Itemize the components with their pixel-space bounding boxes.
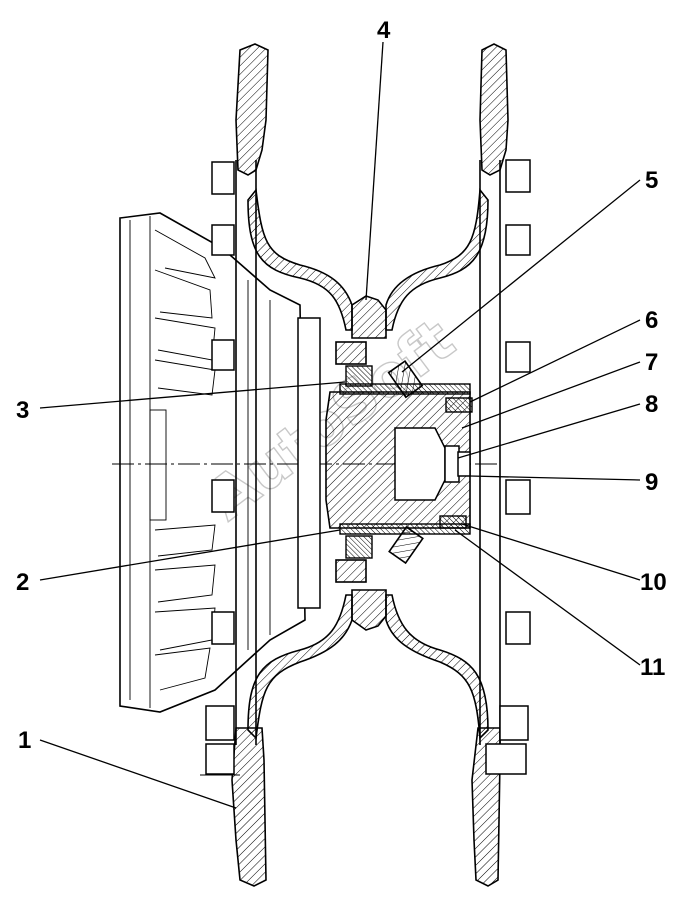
callout-3: 3 bbox=[16, 397, 29, 424]
callout-labels: 1 2 3 4 5 6 7 8 9 10 11 bbox=[16, 17, 667, 754]
callout-8: 8 bbox=[645, 391, 658, 418]
right-wheel-nuts bbox=[485, 159, 531, 775]
callout-11: 11 bbox=[640, 654, 665, 681]
callout-2: 2 bbox=[16, 569, 29, 596]
callout-4: 4 bbox=[377, 17, 391, 44]
leader-lines bbox=[39, 41, 641, 809]
callout-7: 7 bbox=[645, 349, 658, 376]
right-wheel-disc bbox=[385, 43, 509, 887]
left-wheel-nuts bbox=[200, 161, 240, 776]
left-wheel-disc bbox=[231, 43, 353, 887]
callout-9: 9 bbox=[645, 469, 658, 496]
reducer-housing bbox=[119, 212, 321, 713]
callout-6: 6 bbox=[645, 307, 658, 334]
callout-5: 5 bbox=[645, 167, 658, 194]
hub-bolts bbox=[335, 341, 424, 583]
callout-10: 10 bbox=[640, 569, 667, 596]
hub bbox=[325, 383, 473, 535]
callout-1: 1 bbox=[18, 727, 31, 754]
